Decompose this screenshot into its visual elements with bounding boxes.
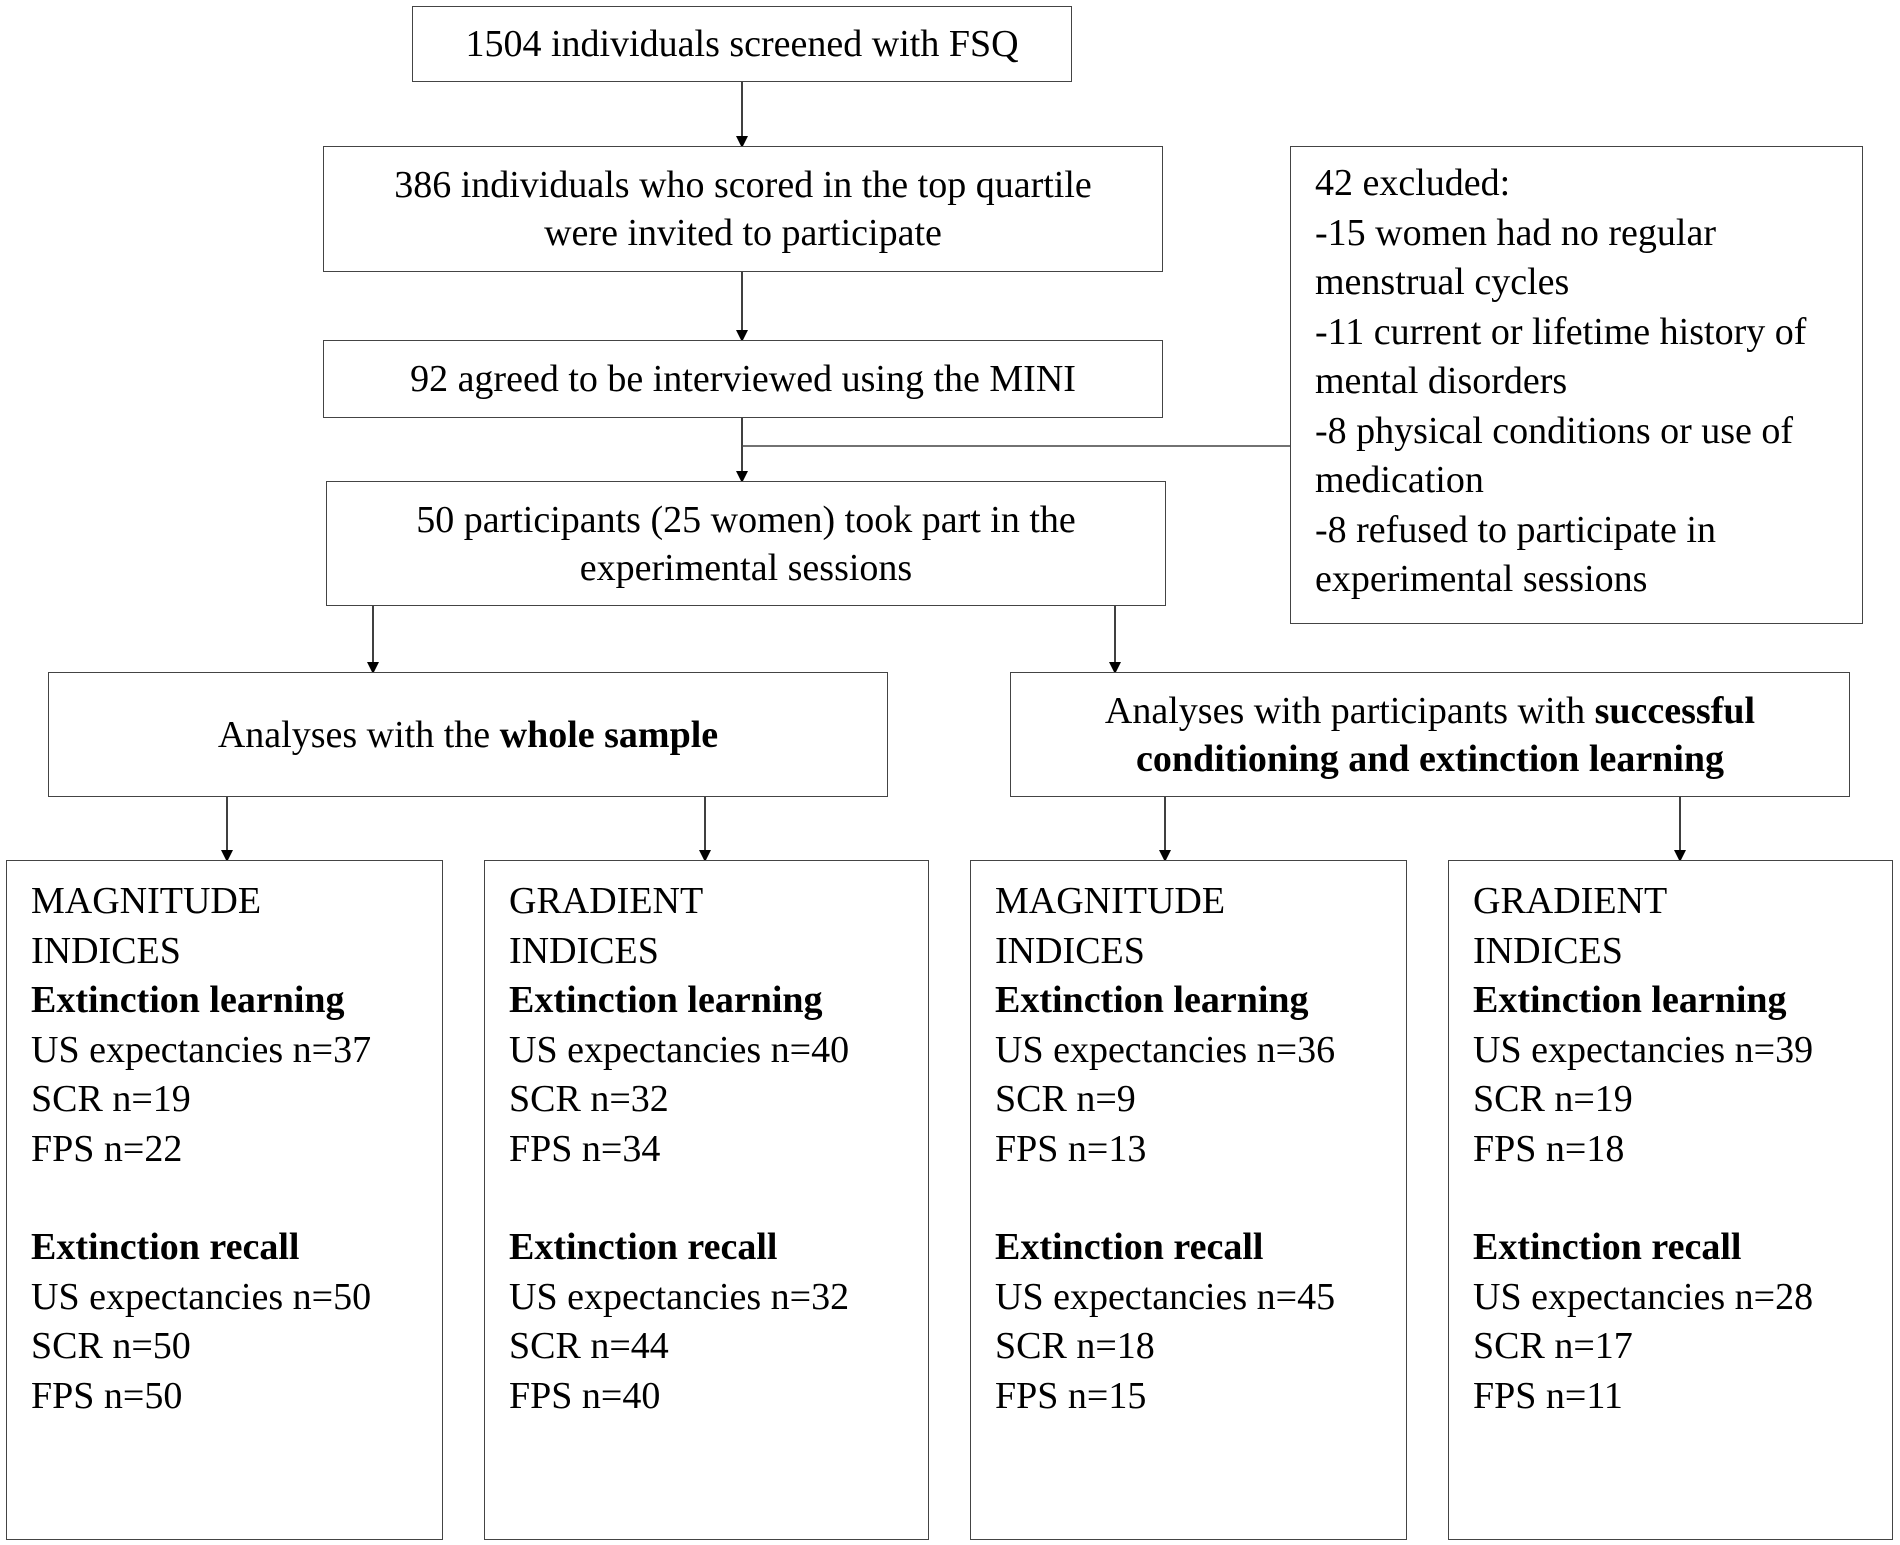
excluded-line-9: experimental sessions <box>1315 558 1648 600</box>
whole-sample-bold: whole sample <box>499 713 719 756</box>
successful-bold-2: conditioning and extinction learning <box>1135 737 1725 780</box>
invited-line-1: 386 individuals who scored in the top qu… <box>394 164 1092 206</box>
panel-title-line-1: GRADIENT <box>509 880 704 922</box>
recall-item: SCR n=17 <box>1473 1325 1633 1367</box>
recall-item: FPS n=11 <box>1473 1374 1623 1417</box>
whole-sample-prefix: Analyses with the <box>217 713 500 756</box>
panel-title-line-2: INDICES <box>31 929 181 972</box>
panel-title-line-2: INDICES <box>509 929 659 972</box>
excluded-line-1: 42 excluded: <box>1315 162 1511 204</box>
panel-4: GRADIENT INDICES Extinction learning US … <box>1448 860 1893 1540</box>
excluded-box: 42 excluded: -15 women had no regular me… <box>1290 146 1863 624</box>
recall-item: FPS n=50 <box>31 1374 183 1417</box>
excluded-line-7: medication <box>1315 459 1484 501</box>
interviewed-box: 92 agreed to be interviewed using the MI… <box>323 340 1163 418</box>
learning-item: US expectancies n=36 <box>995 1028 1336 1071</box>
recall-item: US expectancies n=50 <box>31 1275 372 1318</box>
recall-heading: Extinction recall <box>1473 1226 1742 1268</box>
excluded-line-2: -15 women had no regular <box>1315 211 1716 254</box>
successful-box: Analyses with participants with successf… <box>1010 672 1850 797</box>
spacer <box>31 1174 442 1223</box>
screened-box: 1504 individuals screened with FSQ <box>412 6 1072 82</box>
panel-title-line-1: GRADIENT <box>1473 880 1668 922</box>
recall-item: SCR n=44 <box>509 1325 669 1367</box>
invited-line-2: were invited to participate <box>544 212 942 254</box>
recall-item: SCR n=18 <box>995 1325 1155 1367</box>
excluded-line-4: -11 current or lifetime history of <box>1315 310 1807 353</box>
recall-item: US expectancies n=45 <box>995 1275 1336 1318</box>
learning-item: SCR n=32 <box>509 1078 669 1120</box>
panel-2: GRADIENT INDICES Extinction learning US … <box>484 860 929 1540</box>
recall-item: US expectancies n=32 <box>509 1275 850 1318</box>
learning-item: US expectancies n=39 <box>1473 1028 1814 1071</box>
whole-sample-text: Analyses with the whole sample <box>218 711 718 759</box>
screened-text: 1504 individuals screened with FSQ <box>465 23 1019 65</box>
spacer <box>995 1174 1406 1223</box>
learning-item: FPS n=22 <box>31 1127 183 1170</box>
panel-title-line-1: MAGNITUDE <box>995 880 1226 922</box>
excluded-line-3: menstrual cycles <box>1315 261 1570 303</box>
recall-item: FPS n=15 <box>995 1374 1147 1417</box>
panel-1: MAGNITUDE INDICES Extinction learning US… <box>6 860 443 1540</box>
participants-line-1: 50 participants (25 women) took part in … <box>416 498 1076 541</box>
recall-item: US expectancies n=28 <box>1473 1275 1814 1318</box>
participants-line-2: experimental sessions <box>579 546 913 589</box>
learning-item: FPS n=13 <box>995 1127 1147 1170</box>
successful-prefix: Analyses with participants with <box>1104 689 1595 732</box>
excluded-line-8: -8 refused to participate in <box>1315 508 1716 551</box>
learning-item: FPS n=34 <box>509 1127 661 1170</box>
interviewed-text: 92 agreed to be interviewed using the MI… <box>410 358 1076 400</box>
excluded-line-5: mental disorders <box>1315 360 1568 402</box>
panel-title-line-1: MAGNITUDE <box>31 880 262 922</box>
learning-item: FPS n=18 <box>1473 1127 1625 1170</box>
learning-item: US expectancies n=40 <box>509 1028 850 1071</box>
spacer <box>509 1174 928 1223</box>
excluded-line-6: -8 physical conditions or use of <box>1315 409 1794 452</box>
successful-line-2: conditioning and extinction learning <box>1136 735 1724 783</box>
panel-title-line-2: INDICES <box>995 929 1145 972</box>
spacer <box>1473 1174 1892 1223</box>
learning-item: SCR n=9 <box>995 1078 1136 1120</box>
learning-heading: Extinction learning <box>1473 979 1787 1021</box>
participants-box: 50 participants (25 women) took part in … <box>326 481 1166 606</box>
whole-sample-box: Analyses with the whole sample <box>48 672 888 797</box>
successful-bold-1: successful <box>1594 689 1756 732</box>
recall-heading: Extinction recall <box>509 1226 778 1268</box>
recall-item: SCR n=50 <box>31 1325 191 1367</box>
recall-item: FPS n=40 <box>509 1374 661 1417</box>
learning-item: US expectancies n=37 <box>31 1028 372 1071</box>
learning-item: SCR n=19 <box>31 1078 191 1120</box>
learning-heading: Extinction learning <box>31 979 345 1021</box>
panel-3: MAGNITUDE INDICES Extinction learning US… <box>970 860 1407 1540</box>
successful-line-1: Analyses with participants with successf… <box>1105 687 1755 735</box>
learning-heading: Extinction learning <box>509 979 823 1021</box>
learning-heading: Extinction learning <box>995 979 1309 1021</box>
invited-box: 386 individuals who scored in the top qu… <box>323 146 1163 272</box>
recall-heading: Extinction recall <box>995 1226 1264 1268</box>
recall-heading: Extinction recall <box>31 1226 300 1268</box>
panel-title-line-2: INDICES <box>1473 929 1623 972</box>
learning-item: SCR n=19 <box>1473 1078 1633 1120</box>
